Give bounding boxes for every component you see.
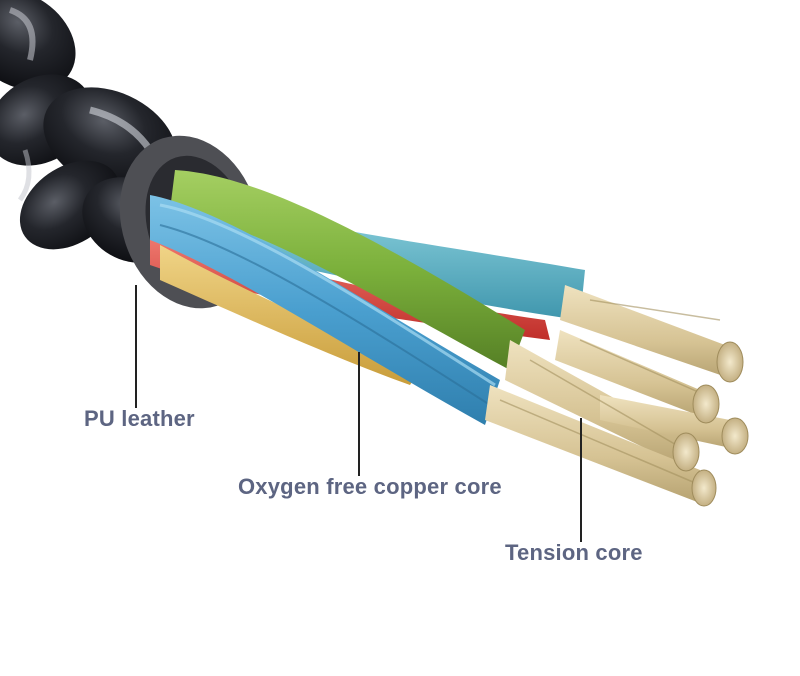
- tension-core-label: Tension core: [505, 540, 643, 565]
- strand-blue: [150, 195, 500, 425]
- strand-yellow: [160, 245, 420, 385]
- strand-green: [170, 170, 525, 370]
- copper-wire-tips: [485, 285, 749, 507]
- oxygen-free-copper-core-label: Oxygen free copper core: [238, 474, 502, 499]
- pu-leather-label: PU leather: [84, 406, 195, 431]
